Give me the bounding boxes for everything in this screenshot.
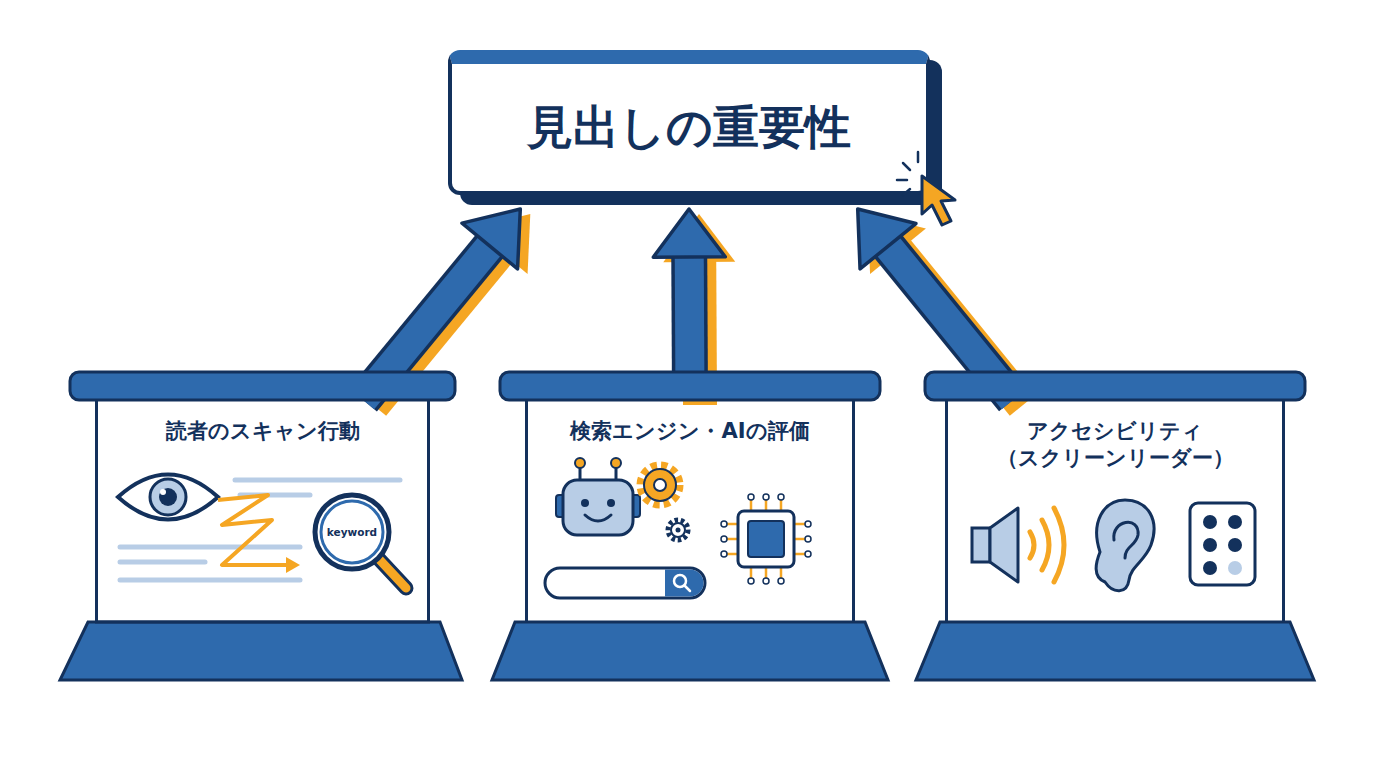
heading-text: 見出しの重要性 [527,102,851,153]
eye-icon [118,475,218,520]
panel-title: 検索エンジン・AIの評価 [570,418,809,445]
chip-icon [721,494,811,584]
chip-pin-end [721,521,727,527]
chip-pin-end [805,536,811,542]
arrow-head [462,209,520,269]
chip-pin-end [763,578,769,584]
gear-icon [641,466,688,540]
arrow-head [858,209,916,269]
speaker-icon [972,508,1064,582]
keyword-label: keyword [327,526,377,538]
pedestal-panel: 読者のスキャン行動 [95,400,430,622]
chip-pin-end [748,494,754,500]
chip-pin-end [763,494,769,500]
search-bar [545,568,705,598]
arrow-head [653,209,725,257]
panel-title: アクセシビリティ （スクリーンリーダー） [965,418,1265,473]
pedestal-right [916,372,1314,680]
pedestal-middle [492,372,888,680]
chip-pin-end [778,494,784,500]
panel-title: 読者のスキャン行動 [166,418,360,445]
chip-pin-end [748,578,754,584]
ear-icon [1096,500,1154,591]
pedestal-left [60,372,462,680]
magnifier-icon [315,495,406,588]
robot-icon [556,458,640,535]
chip-pin-end [778,578,784,584]
braille-icon [1190,503,1255,585]
text-lines [120,480,400,580]
pedestal-panel: 検索エンジン・AIの評価 [525,400,855,622]
scan-path [218,495,300,573]
pedestal-panel: アクセシビリティ （スクリーンリーダー） [945,400,1285,622]
heading-box: 見出しの重要性 [448,50,930,195]
chip-pin-end [805,551,811,557]
chip-pin-end [805,521,811,527]
chip-pin-end [721,536,727,542]
chip-pin-end [721,551,727,557]
